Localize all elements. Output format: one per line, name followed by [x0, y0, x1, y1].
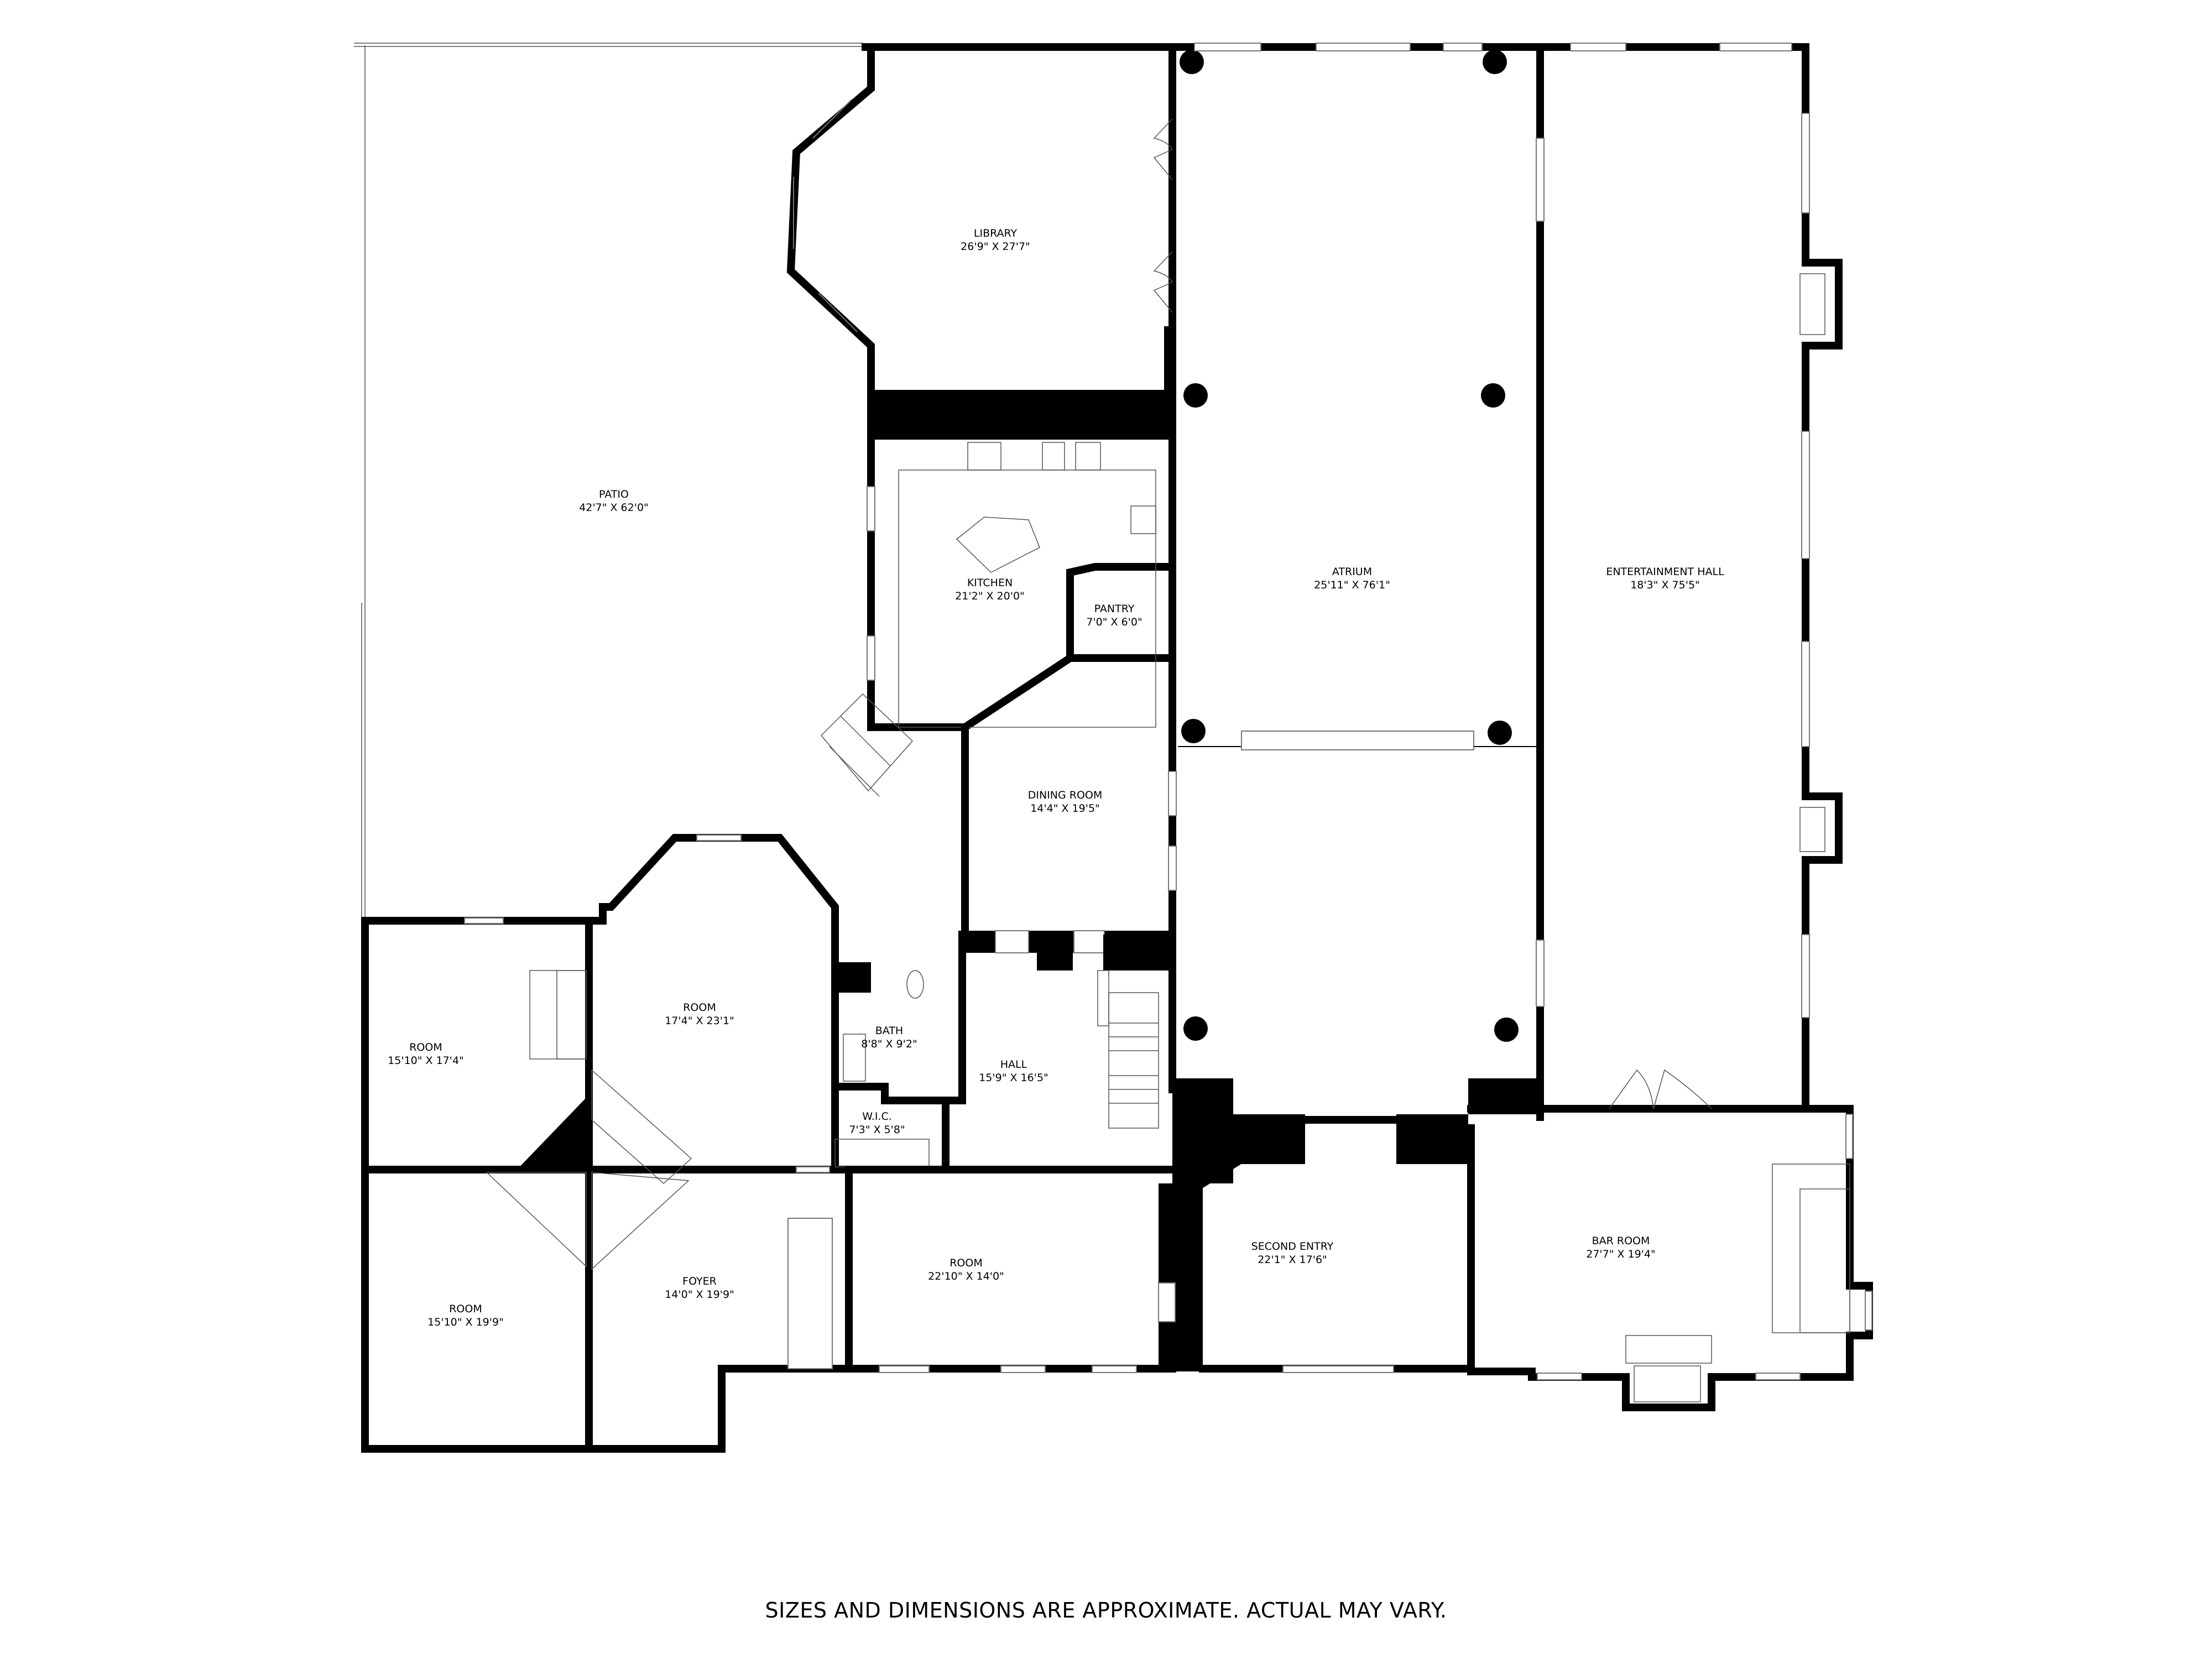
room-name: ROOM	[683, 1001, 716, 1014]
room-name: BAR ROOM	[1592, 1235, 1650, 1247]
room-name: SECOND ENTRY	[1251, 1240, 1334, 1253]
bath-hall-walls	[831, 931, 1172, 1173]
atrium-windows	[1168, 43, 1545, 1007]
room-dimensions: 25'11" X 76'1"	[1314, 579, 1390, 591]
room-name: FOYER	[682, 1275, 717, 1287]
library-doors	[1153, 118, 1173, 313]
atrium-columns	[1180, 50, 1519, 1042]
room-label: ROOM 15'10" X 17'4"	[388, 1041, 464, 1067]
room-dimensions: 7'0" X 6'0"	[1086, 616, 1142, 628]
room-name: PANTRY	[1094, 603, 1135, 615]
room-dimensions: 18'3" X 75'5"	[1630, 579, 1700, 591]
patio-outline	[354, 43, 863, 921]
room-labels: PATIO 42'7" X 62'0" LIBRARY 26'9" X 27'7" KI…	[388, 227, 1724, 1328]
bar-room-walls	[1467, 1069, 1873, 1411]
room-dimensions: 14'0" X 19'9"	[665, 1288, 734, 1301]
room-name: HALL	[1000, 1058, 1027, 1071]
kitchen-fixtures	[898, 442, 1156, 728]
west-room-fixtures	[464, 834, 830, 1270]
room-dimensions: 7'3" X 5'8"	[849, 1124, 905, 1136]
room-name: LIBRARY	[974, 227, 1018, 239]
room-name: BATH	[875, 1025, 903, 1037]
room-name: ATRIUM	[1332, 566, 1372, 578]
west-room-walls	[361, 834, 1176, 1453]
room-name: PATIO	[599, 488, 629, 500]
room-dimensions: 8'8" X 9'2"	[861, 1038, 917, 1050]
dining-room-walls	[961, 723, 1176, 953]
room-name: DINING ROOM	[1028, 789, 1103, 801]
kitchen-walls	[867, 436, 1176, 731]
room-dimensions: 27'7" X 19'4"	[1586, 1248, 1656, 1260]
room-label: LIBRARY 26'9" X 27'7"	[961, 227, 1030, 253]
disclaimer-text: SIZES AND DIMENSIONS ARE APPROXIMATE. AC…	[765, 1598, 1447, 1623]
room-name: ROOM	[950, 1257, 983, 1269]
room-name: ROOM	[409, 1041, 442, 1053]
room-name: ENTERTAINMENT HALL	[1606, 566, 1724, 578]
room-name: ROOM	[449, 1303, 482, 1315]
room-dimensions: 15'10" X 17'4"	[388, 1055, 464, 1067]
room-dimensions: 21'2" X 20'0"	[955, 590, 1025, 602]
room-name: KITCHEN	[967, 577, 1013, 589]
room-dimensions: 15'10" X 19'9"	[427, 1316, 504, 1328]
room-dimensions: 17'4" X 23'1"	[665, 1015, 734, 1027]
room-dimensions: 15'9" X 16'5"	[979, 1072, 1048, 1084]
room-label: PATIO 42'7" X 62'0"	[579, 488, 649, 514]
room-name: W.I.C.	[862, 1110, 892, 1123]
room-dimensions: 42'7" X 62'0"	[579, 502, 649, 514]
library-windows	[793, 99, 858, 332]
south-room-walls	[787, 1078, 1540, 1373]
room-dimensions: 22'1" X 17'6"	[1258, 1254, 1327, 1266]
room-dimensions: 26'9" X 27'7"	[961, 241, 1030, 253]
room-label: W.I.C.7'3" X 5'8"	[849, 1110, 905, 1136]
patio-stairs	[820, 693, 914, 797]
room-dimensions: 14'4" X 19'5"	[1030, 802, 1100, 815]
room-dimensions: 22'10" X 14'0"	[928, 1270, 1004, 1282]
